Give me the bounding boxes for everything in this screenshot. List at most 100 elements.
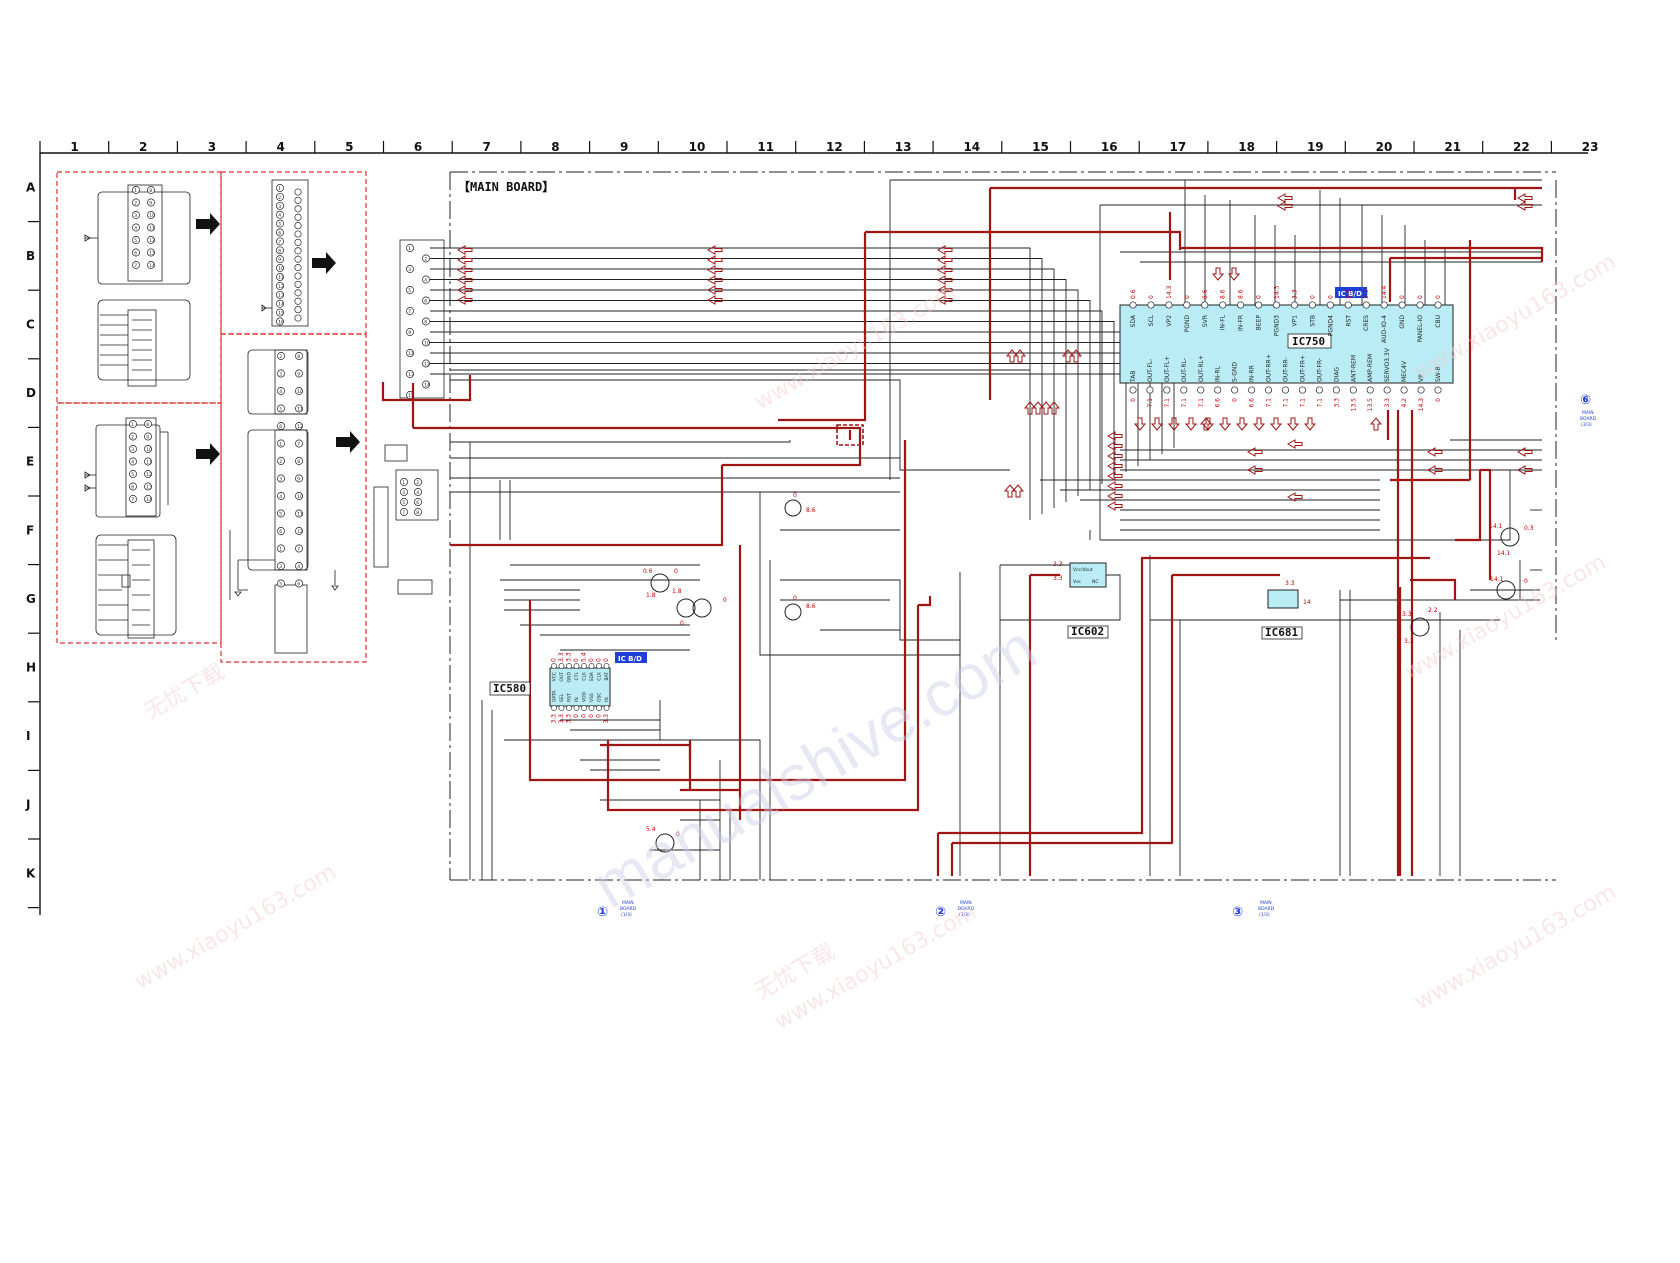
trace (430, 247, 1031, 520)
ic-pin-voltage: 0 (1417, 295, 1424, 299)
arrow-left-icon (706, 255, 723, 265)
ic602-pin-2: Vss (1073, 579, 1081, 585)
ic-pin-label: OUT-RR+ (1266, 354, 1273, 382)
column-label: 5 (345, 140, 353, 154)
ic-pin (551, 705, 557, 711)
arrow-down-icon (1235, 417, 1249, 431)
svg-text:5.4: 5.4 (646, 826, 656, 833)
ic750-bottom-pins: TAB0OUT-FL-7.1OUT-FL+7.1OUT-RL-7.1OUT-RL… (1129, 347, 1442, 411)
ic-pin (1416, 301, 1424, 309)
connector-pin (295, 544, 303, 553)
connector-pin-number: 12 (297, 529, 303, 535)
connector-pin-number: 8 (278, 248, 281, 254)
connector-bottom-mid (229, 349, 339, 654)
trace (430, 321, 1115, 478)
connector-pin (276, 255, 284, 264)
svg-text:14.1: 14.1 (1490, 576, 1504, 583)
ic-pin-voltage: 7.1 (1147, 398, 1154, 408)
arrow-left-icon (456, 285, 473, 295)
connector-pin (276, 228, 284, 237)
connector-pin-number: 5 (279, 407, 282, 413)
arrow-down-icon (1218, 417, 1232, 431)
connector-pin-number: 9 (278, 257, 281, 263)
connector-pin-number: 3 (408, 267, 411, 273)
arrow-right-icon (196, 443, 220, 465)
ic-pin-label: IN (574, 697, 580, 702)
column-label: 16 (1101, 140, 1118, 154)
arrow-left-icon (456, 265, 473, 275)
ic-pin-voltage: 5.4 (581, 652, 588, 662)
connector-top-left (84, 184, 191, 285)
connector-pin-number: 14 (149, 263, 155, 269)
arrow-down-icon (1303, 417, 1317, 431)
ic-pin-label: TAB (1130, 371, 1137, 383)
trace (430, 300, 1091, 490)
page-ref-6[interactable]: ⑥ MAIN BOARD (3/3) (1580, 393, 1597, 428)
connector-pin-number: 10 (424, 341, 430, 347)
connector-pin-number: 6 (131, 485, 134, 491)
connector-pin (276, 317, 284, 326)
connector-pin (414, 488, 422, 496)
ic580-label: IC580 (493, 682, 526, 695)
connector-pin (277, 422, 285, 430)
connector-pin-number: 6 (278, 231, 281, 237)
arrow-up-icon (1011, 484, 1025, 498)
ic-pin-label: OUT-RR- (1283, 357, 1290, 382)
connector-pin (295, 387, 303, 395)
ic-pin (1183, 301, 1191, 309)
ic681-label: IC681 (1265, 626, 1298, 639)
arrow-left-icon (706, 285, 723, 295)
page-ref-2[interactable]: ② MAIN BOARD (1/3) (935, 900, 975, 920)
arrow-down-icon (1167, 417, 1181, 431)
connector-pin-number: 6 (297, 582, 300, 588)
ic-pin (1129, 386, 1137, 394)
connector-pin (147, 261, 155, 269)
connector-pin-number: 10 (149, 213, 155, 219)
connector-pin (295, 474, 303, 483)
arrow-down-icon (1133, 417, 1147, 431)
connector-pin-number: 7 (408, 309, 411, 315)
ic-pin-voltage: 0 (1232, 398, 1239, 402)
ic-pin-label: RST (1345, 315, 1352, 327)
ic681-volt-1: 3.3 (1285, 580, 1295, 587)
grid-frame (39, 152, 1588, 915)
svg-text:(3/3): (3/3) (1581, 422, 1592, 428)
connector-pin (144, 420, 152, 428)
ic-pin (596, 705, 602, 711)
ic-pin (581, 705, 587, 711)
ic-pin (1231, 386, 1239, 394)
page-ref-3[interactable]: ③ MAIN BOARD (1/3) (1232, 900, 1275, 920)
ic-pin-voltage: 0 (1256, 295, 1263, 299)
connector-pin-number: 14 (424, 383, 430, 389)
svg-text:0: 0 (674, 568, 678, 575)
row-label: A (26, 180, 36, 194)
ic-pin (1255, 301, 1263, 309)
ic-pin (1265, 386, 1273, 394)
ic-pin-label: OUT-FR+ (1299, 355, 1306, 382)
trace (450, 440, 791, 443)
svg-text:0.3: 0.3 (1524, 525, 1534, 532)
ic-pin-label: CTL (574, 672, 580, 681)
ic-pin-voltage: 3.3 (1333, 398, 1340, 408)
connector-pin (147, 211, 155, 219)
arrow-down-icon (1227, 267, 1241, 281)
connector-pin-number: 1 (279, 547, 282, 553)
arrow-down-icon (1150, 417, 1164, 431)
ic-pin-label: OUT-FL+ (1164, 356, 1171, 382)
page-ref-1[interactable]: ① MAIN BOARD (1/3) (597, 900, 637, 920)
ic-pin (1129, 301, 1137, 309)
connector-pin-number: 8 (416, 510, 419, 516)
connector-pin (132, 236, 140, 244)
column-label: 7 (483, 140, 491, 154)
ic-pin-voltage: 0 (1327, 295, 1334, 299)
connector-pin (414, 508, 422, 516)
connector-pin (295, 492, 303, 500)
trace (1100, 470, 1511, 541)
column-label: 1 (70, 140, 78, 154)
column-label: 14 (963, 140, 980, 154)
ic-pin (1237, 301, 1245, 309)
svg-text:14.1: 14.1 (1497, 550, 1511, 557)
arrow-down-icon (1269, 417, 1283, 431)
